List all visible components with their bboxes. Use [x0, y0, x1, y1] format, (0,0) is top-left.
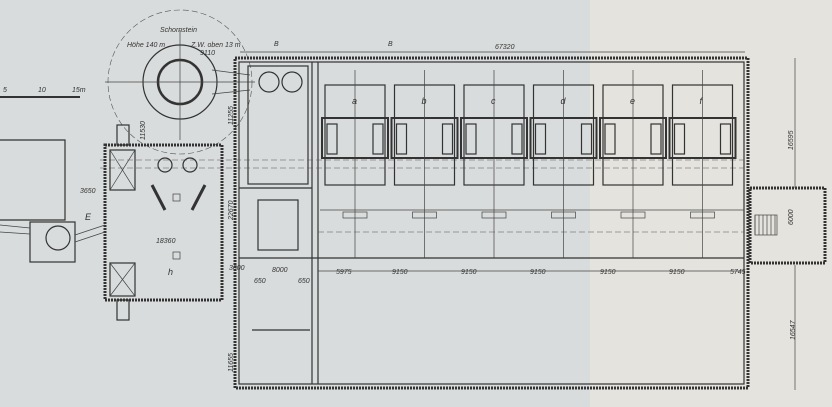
boiler-unit-e: e	[599, 70, 667, 258]
entry-label-e: E	[85, 212, 92, 222]
boiler-unit-b: b	[390, 70, 459, 258]
stair-width-dim: 6000	[788, 209, 795, 225]
right-upper-dim: 16595	[788, 130, 795, 150]
left-building-width-dim: 18360	[156, 238, 176, 245]
scale-tick-10: 10	[38, 87, 46, 94]
bay-dim: 5745	[730, 269, 746, 276]
boiler-label: d	[561, 96, 567, 106]
bay-dim: 5975	[336, 269, 352, 276]
section-mark-right: B	[388, 41, 393, 48]
chimney-dim: 9110	[200, 50, 215, 57]
boiler-label: c	[491, 96, 496, 106]
left-gap-dim: 3650	[80, 188, 96, 195]
bay-dim: 9150	[392, 269, 408, 276]
left-building-height-dim: 22670	[228, 200, 235, 221]
boiler-unit-c: c	[460, 70, 528, 258]
chimney-inner-width: Z.W. oben 13 m	[190, 42, 241, 49]
section-mark-left: B	[274, 41, 279, 48]
offset-dim: 3000	[229, 265, 245, 272]
chimney-height: Höhe 140 m	[127, 42, 165, 49]
boiler-unit-a: a	[321, 70, 389, 258]
scale-tick-5: 5	[3, 87, 7, 94]
boiler-label: f	[700, 96, 704, 106]
bay-dim: 9150	[530, 269, 546, 276]
left-room-dim-3: 650	[298, 278, 310, 285]
boiler-unit-d: d	[529, 70, 598, 258]
boiler-label: a	[352, 96, 357, 106]
scale-tick-15m: 15m	[72, 87, 86, 94]
main-building	[100, 56, 750, 390]
upper-height-dim: 11255	[228, 106, 235, 125]
left-building: h 18360 22670 3650 E	[0, 124, 235, 321]
stair-annex: 16595 6000 16547	[748, 58, 827, 390]
bay-dim: 9150	[600, 269, 616, 276]
scale-bar: 5 10 15m	[0, 87, 86, 98]
chimney-title: Schornstein	[160, 27, 197, 34]
lower-height-dim: 11655	[228, 353, 235, 372]
bay-dim: 9150	[669, 269, 685, 276]
room-label-h: h	[168, 267, 173, 277]
overall-length-dim: 67320	[495, 44, 515, 51]
bay-dim: 9150	[461, 269, 477, 276]
left-room-dim-1: 650	[254, 278, 266, 285]
chimney-offset-dim: 11530	[140, 121, 147, 140]
boiler-unit-f: f	[668, 70, 737, 258]
left-room-dim-2: 8000	[272, 267, 288, 274]
paper-lighter-area	[590, 0, 832, 407]
right-lower-dim: 16547	[790, 319, 797, 340]
boiler-label: b	[422, 96, 427, 106]
chimney: Schornstein Höhe 140 m Z.W. oben 13 m 91…	[105, 9, 255, 155]
boiler-label: e	[630, 96, 635, 106]
